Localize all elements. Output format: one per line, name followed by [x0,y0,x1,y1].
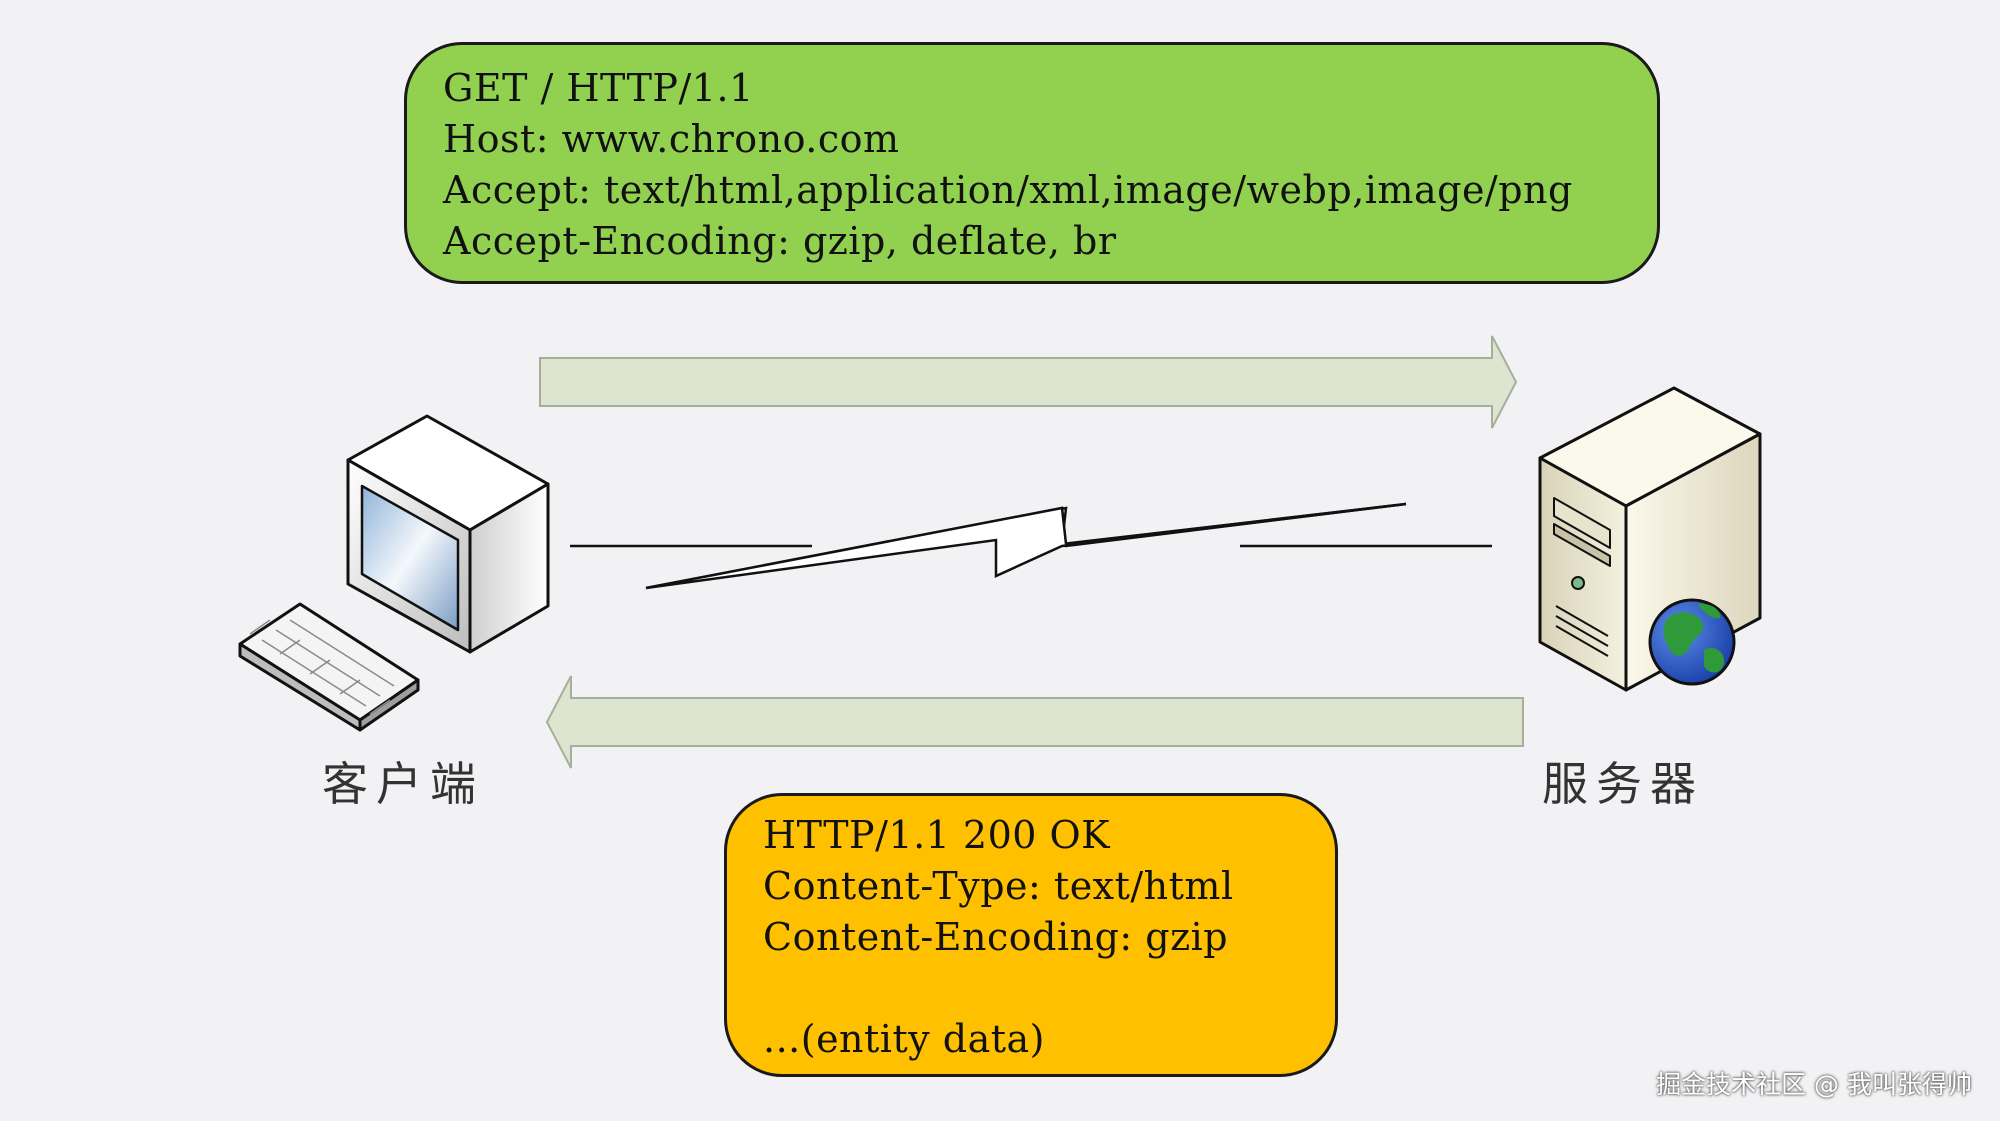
status-line: HTTP/1.1 200 OK [763,813,1111,857]
http-request-box: GET / HTTP/1.1 Host: www.chrono.com Acce… [404,42,1660,284]
blank-line [763,963,1335,1014]
client-label: 客户端 [322,757,484,811]
network-link [570,502,1492,590]
accept-encoding-header: Accept-Encoding: gzip, deflate, br [443,219,1117,263]
request-line: GET / HTTP/1.1 [443,66,754,110]
desktop-computer-icon [238,414,550,732]
host-header: Host: www.chrono.com [443,117,900,161]
web-server-icon [1538,386,1762,692]
server-label: 服务器 [1542,757,1704,811]
response-arrow [545,675,1524,769]
http-response-box: HTTP/1.1 200 OK Content-Type: text/html … [724,793,1338,1077]
watermark: 掘金技术社区 @ 我叫张得帅 [1656,1070,1972,1099]
entity-body: ...(entity data) [763,1017,1045,1061]
content-type-header: Content-Type: text/html [763,864,1234,908]
request-arrow [539,335,1518,429]
accept-header: Accept: text/html,application/xml,image/… [443,168,1573,212]
content-encoding-header: Content-Encoding: gzip [763,915,1229,959]
